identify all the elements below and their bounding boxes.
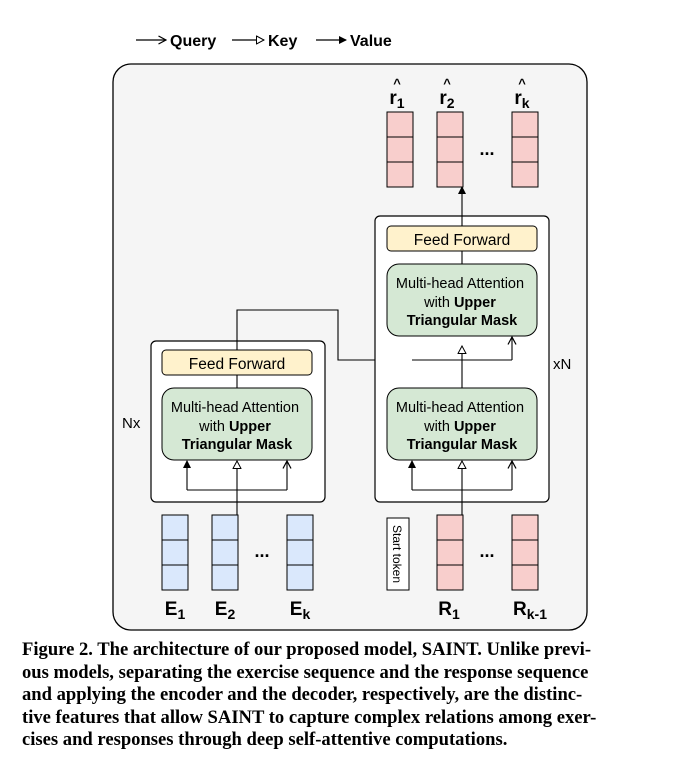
decoder-repeat-label: xN <box>553 356 571 373</box>
decoder-lower-attention-line1: Multi-head Attention <box>396 400 524 416</box>
output-hat-1: ^ <box>393 76 401 91</box>
encoder-attention-line3: Triangular Mask <box>182 437 293 453</box>
output-rk <box>511 111 539 188</box>
encoder-input-e1 <box>161 514 189 591</box>
caption-line-3: and applying the encoder and the decoder… <box>22 684 583 706</box>
decoder-upper-attention-line2-prefix: with <box>423 295 454 311</box>
encoder-input-label-k: Ek <box>290 599 311 622</box>
encoder-attention-line2-bold: Upper <box>229 419 271 435</box>
decoder-lower-attention-line2-bold: Upper <box>454 419 496 435</box>
encoder-attention-label: Multi-head Attention with Upper Triangul… <box>171 400 303 453</box>
encoder-attention-line1: Multi-head Attention <box>171 400 299 416</box>
output-label-k: rk <box>514 88 529 111</box>
encoder-input-label-1: E1 <box>165 599 186 622</box>
caption-line-1: Figure 2. The architecture of our propos… <box>22 639 592 660</box>
decoder-input-ellipsis: ... <box>479 541 494 561</box>
encoder-input-e2 <box>211 514 239 591</box>
output-hat-k: ^ <box>518 76 526 91</box>
encoder-repeat-label: Nx <box>122 415 141 432</box>
output-r2 <box>436 111 464 188</box>
decoder-feed-forward-label: Feed Forward <box>414 232 510 249</box>
caption-line-5: cises and responses through deep self-at… <box>22 729 508 751</box>
decoder-upper-attention-label: Multi-head Attention with Upper Triangul… <box>396 276 528 329</box>
decoder-lower-attention-line2-prefix: with <box>423 419 454 435</box>
legend-query-label: Query <box>170 33 216 50</box>
encoder-input-ellipsis: ... <box>254 541 269 561</box>
start-token-label: Start token <box>390 525 404 583</box>
decoder-upper-attention-line3: Triangular Mask <box>407 313 518 329</box>
output-label-1: r1 <box>389 88 404 111</box>
caption-line-2: ous models, separating the exercise sequ… <box>22 661 589 683</box>
decoder-input-label-k-1: Rk-1 <box>513 599 547 622</box>
output-ellipsis: ... <box>479 139 494 159</box>
legend-value-label: Value <box>350 33 392 50</box>
encoder-input-label-2: E2 <box>215 599 236 622</box>
saint-architecture-diagram: Query Key Value Nx Feed Forward Multi-he… <box>112 33 588 631</box>
decoder-lower-attention-line3: Triangular Mask <box>407 437 518 453</box>
legend: Query Key Value <box>136 33 392 50</box>
caption-line-4: tive features that allow SAINT to captur… <box>22 706 597 728</box>
decoder-input-label-1: R1 <box>438 599 460 622</box>
encoder-input-ek <box>286 514 314 591</box>
decoder-input-rk1 <box>511 514 539 591</box>
encoder-feed-forward-label: Feed Forward <box>189 356 285 373</box>
encoder-attention-line2-prefix: with <box>198 419 229 435</box>
decoder-upper-attention-line2-bold: Upper <box>454 295 496 311</box>
decoder-lower-attention-label: Multi-head Attention with Upper Triangul… <box>396 400 528 453</box>
output-r1 <box>386 111 414 188</box>
start-token-box <box>386 517 410 591</box>
decoder-input-r1 <box>436 514 464 591</box>
output-hat-2: ^ <box>443 76 451 91</box>
legend-key-label: Key <box>268 33 297 50</box>
decoder-upper-attention-line1: Multi-head Attention <box>396 276 524 292</box>
output-label-2: r2 <box>439 88 454 111</box>
figure-caption: Figure 2. The architecture of our propos… <box>22 639 682 752</box>
